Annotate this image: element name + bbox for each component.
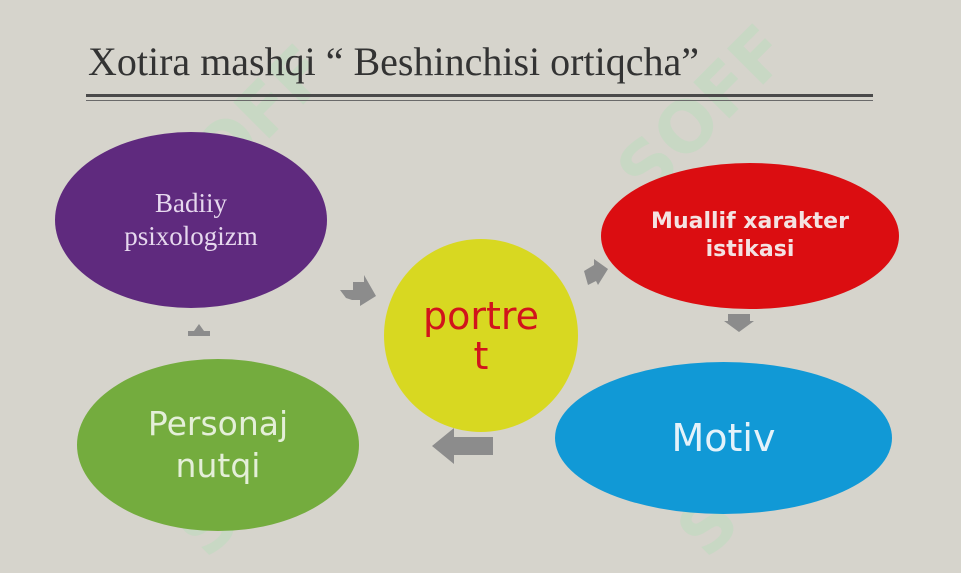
arrow-motiv-to-personaj: [432, 428, 493, 464]
node-muallif-label: Muallif xarakteristikasi: [651, 209, 849, 262]
arrow-personaj-to-badiiy: [188, 324, 210, 336]
node-personaj-nutqi: Personaj nutqi: [77, 359, 359, 531]
slide-title: Xotira mashqi “ Beshinchisi ortiqcha”: [88, 39, 699, 84]
node-portret-label: portret: [422, 293, 540, 378]
node-motiv-label: Motiv: [671, 416, 776, 460]
node-badiiy-label: Badiiy psixologizm: [124, 188, 258, 251]
arrow-badiiy-to-portret: [340, 275, 376, 306]
title-underline-thin: [86, 100, 873, 101]
node-muallif-xarakteristikasi: Muallif xarakteristikasi: [601, 163, 899, 309]
node-portret: portret: [384, 239, 578, 432]
node-personaj-label: Personaj nutqi: [147, 404, 289, 485]
arrow-portret-to-muallif: [584, 259, 608, 285]
node-badiiy-psixologizm: Badiiy psixologizm: [55, 132, 327, 308]
arrow-muallif-to-motiv: [724, 314, 754, 332]
title-underline: [86, 94, 873, 97]
node-motiv: Motiv: [555, 362, 892, 514]
